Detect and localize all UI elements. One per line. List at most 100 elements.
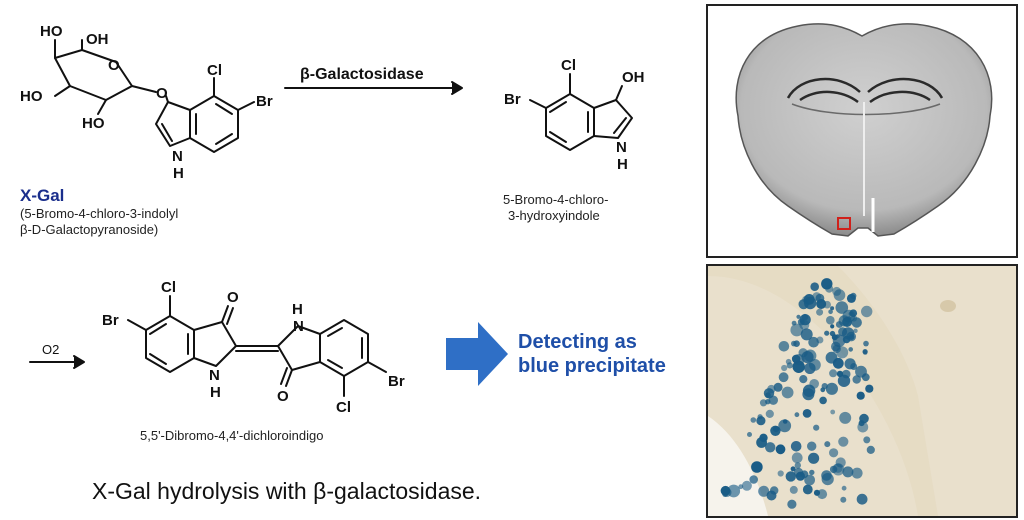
stained-cell [751, 461, 763, 473]
stained-cell [809, 359, 821, 371]
stained-cell [856, 391, 865, 400]
stained-cell [844, 358, 856, 370]
stained-cell [848, 311, 853, 316]
atom-label: HO [20, 88, 43, 105]
stained-cell [842, 466, 854, 478]
atom-label: O [108, 57, 120, 74]
stained-cell [795, 471, 805, 481]
stained-cell [840, 496, 847, 503]
stained-cell [819, 396, 827, 405]
stained-cell [781, 386, 794, 399]
stained-cell [776, 444, 785, 453]
atom-label: HO [40, 23, 63, 40]
stained-cell [829, 448, 839, 458]
stained-cell [830, 324, 835, 329]
atom-label: H [173, 165, 184, 182]
atom-label: Br [388, 373, 405, 390]
stained-cell [747, 432, 752, 437]
stained-cell [821, 473, 834, 486]
atom-label: OH [86, 31, 109, 48]
result-line1: Detecting as [518, 331, 637, 353]
stained-cell [741, 480, 752, 491]
stained-cell [800, 328, 813, 341]
roi-marker [837, 217, 851, 230]
hydroxyindole-structure [529, 73, 633, 151]
stained-cell [851, 467, 863, 479]
stained-cell [766, 490, 777, 501]
stained-cell [830, 306, 835, 311]
stained-cell [824, 441, 831, 448]
stained-cell [794, 462, 801, 469]
reaction-scheme: HO OH O HO HO O Cl Br N H Cl Br OH N H C… [20, 23, 645, 416]
atom-label: Cl [561, 57, 576, 74]
stained-cell [813, 424, 820, 431]
stained-cell [856, 493, 868, 505]
atom-label: Br [256, 93, 273, 110]
stained-cell [777, 470, 784, 477]
stained-cell [851, 317, 862, 328]
stained-cell [791, 354, 801, 364]
stained-cell [793, 340, 800, 347]
stained-cell [791, 452, 803, 464]
stained-cell [758, 485, 770, 497]
stained-cell [792, 360, 805, 373]
stained-cell [798, 348, 808, 358]
atom-label: N [172, 148, 183, 165]
atom-label: N [293, 318, 304, 335]
xgal-name: X-Gal [20, 186, 65, 205]
xgal-indole [155, 77, 255, 153]
xgal-stain-image [706, 264, 1018, 518]
stained-cell [825, 382, 838, 395]
stained-cell [852, 375, 861, 384]
stained-cell [857, 421, 869, 433]
stained-cell [829, 369, 838, 378]
stained-cell [765, 409, 774, 418]
stained-cell [832, 286, 842, 296]
xgal-full-name-line1: (5-Bromo-4-chloro-3-indolyl [20, 206, 179, 221]
atom-label: N [616, 139, 627, 156]
stained-cell [850, 292, 857, 299]
atom-label: O [156, 85, 168, 102]
stained-cell [863, 340, 869, 347]
stained-cell [835, 334, 840, 339]
stained-cell [773, 382, 783, 392]
stained-cell [839, 411, 852, 424]
stained-cell [773, 426, 780, 433]
stained-cell [807, 441, 817, 451]
stained-cell [855, 365, 867, 378]
stained-cell [838, 436, 849, 447]
stained-cell [853, 328, 858, 333]
atom-label: Cl [336, 399, 351, 416]
stained-cell [816, 308, 824, 316]
stained-cell [763, 388, 775, 399]
stained-cell [787, 499, 797, 509]
stained-cell [865, 384, 874, 393]
enzyme-label: β-Galactosidase [300, 66, 424, 83]
stained-cell [821, 278, 833, 290]
stained-cell [802, 484, 813, 495]
indigo-structure [127, 295, 387, 397]
result-arrow [446, 322, 508, 386]
stained-cell [859, 413, 869, 424]
stained-cell [778, 372, 789, 383]
stained-cell [835, 301, 849, 314]
stained-cell [830, 409, 836, 415]
stained-cell [808, 452, 820, 464]
stained-cell [803, 294, 815, 305]
stained-cell [790, 466, 796, 472]
stained-cell [866, 445, 875, 454]
stain-svg [708, 266, 1016, 516]
atom-label: H [210, 384, 221, 401]
stained-cell [778, 341, 790, 352]
product1-name-line1: 5-Bromo-4-chloro- [503, 192, 609, 207]
product2-name: 5,5'-Dibromo-4,4'-dichloroindigo [140, 428, 324, 443]
atom-label: H [617, 156, 628, 173]
stained-cell [778, 419, 792, 433]
stained-cell [750, 417, 757, 423]
atom-label: Cl [161, 279, 176, 296]
stained-cell [825, 351, 838, 364]
stained-cell [782, 419, 788, 424]
stained-cell [785, 471, 796, 482]
xgal-full-name-line2: β-D-Galactopyranoside) [20, 222, 159, 237]
galactose-ring [54, 39, 157, 115]
